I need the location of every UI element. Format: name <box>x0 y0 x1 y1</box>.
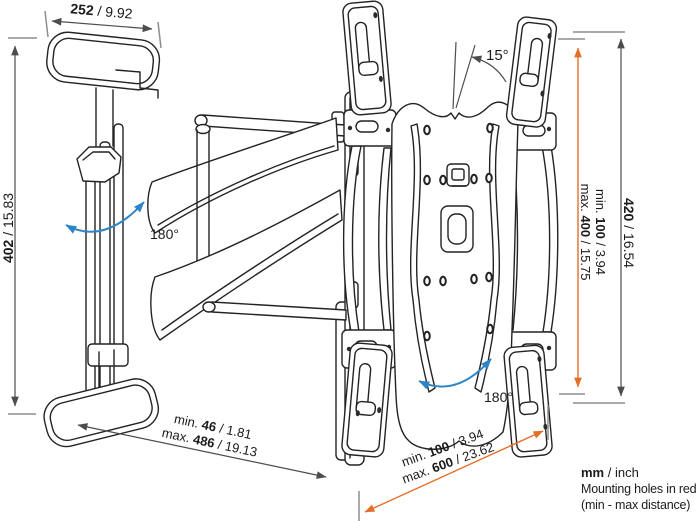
swivel-annotation-right: 180° <box>418 358 513 405</box>
clamp-bracket <box>87 343 129 367</box>
corner-strip-bottom-right <box>503 344 553 458</box>
legend-units: mm / inch <box>581 465 639 480</box>
arm-pivot <box>195 123 211 135</box>
tilt-angle-label: 15° <box>486 47 509 64</box>
corner-strip-top-left <box>342 0 392 116</box>
tilt-annotation: 15° <box>452 41 509 110</box>
tv-clamp-top <box>46 31 161 91</box>
legend: mm / inch Mounting holes in red (min - m… <box>581 465 697 512</box>
swivel-left-label: 180° <box>150 226 179 242</box>
side-view-drawing <box>43 31 365 466</box>
left-height-label: 402 / 15.83 <box>0 193 16 263</box>
plate-mounting-holes <box>423 122 494 342</box>
dimension-right-hole-spacing: min. 100 / 3.94 max. 400 / 15.75 <box>558 38 608 395</box>
front-view-drawing <box>341 0 559 458</box>
right-holes-min-label: min. 100 / 3.94 <box>593 189 608 275</box>
arm-depth-min-label: min. 46 / 1.81 <box>173 411 253 442</box>
dimension-left-height: 402 / 15.83 <box>0 37 37 415</box>
swivel-right-label: 180° <box>484 389 513 405</box>
top-width-label: 252 / 9.92 <box>70 0 134 21</box>
dimension-top-width: 252 / 9.92 <box>44 0 162 49</box>
corner-strip-top-right <box>505 16 558 128</box>
lower-arm <box>150 189 343 341</box>
swivel-annotation-left: 180° <box>65 201 179 242</box>
right-holes-max-label: max. 400 / 15.75 <box>578 184 593 281</box>
lower-link-bar <box>211 301 347 321</box>
legend-note-line2: (min - max distance) <box>581 498 690 512</box>
dimension-right-height: 420 / 16.54 <box>573 31 637 404</box>
corner-strip-bottom-left <box>341 342 393 458</box>
legend-note-line1: Mounting holes in red <box>581 482 697 496</box>
right-height-label: 420 / 16.54 <box>621 198 637 268</box>
cable-clip <box>446 163 470 187</box>
